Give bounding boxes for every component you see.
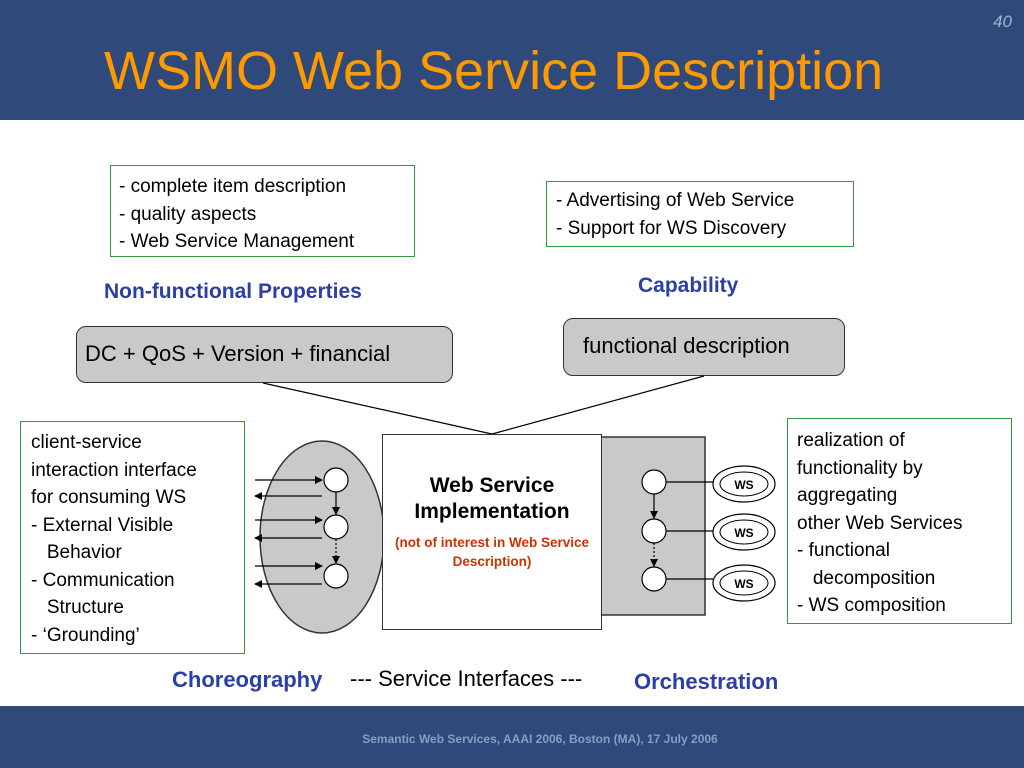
nfp-line: - Web Service Management xyxy=(119,231,355,252)
orchestration-state xyxy=(641,518,667,544)
connector-line-nfp xyxy=(262,382,493,435)
footer-text: Semantic Web Services, AAAI 2006, Boston… xyxy=(362,732,718,746)
choreography-label: Choreography xyxy=(172,667,323,692)
choreography-state xyxy=(323,514,349,540)
capability-line: - Advertising of Web Service xyxy=(556,190,795,211)
orchestration-line: realization of xyxy=(797,430,905,451)
choreography-line: - ‘Grounding’ xyxy=(31,624,140,646)
slide-number: 40 xyxy=(993,12,1012,31)
choreography-ellipse xyxy=(259,440,385,634)
choreography-line: - Communication xyxy=(31,569,175,591)
capability-label: Capability xyxy=(638,274,739,297)
orchestration-line: other Web Services xyxy=(797,512,963,534)
orchestration-line: functionality by xyxy=(797,457,923,479)
header-bar: WSMO Web Service Description 40 xyxy=(0,0,1024,120)
capability-value-box: functional description xyxy=(563,318,845,376)
choreography-line: for consuming WS xyxy=(31,487,187,508)
orchestration-label: Orchestration xyxy=(634,669,779,694)
footer-bar: Semantic Web Services, AAAI 2006, Boston… xyxy=(0,706,1024,768)
choreography-state xyxy=(323,467,349,493)
nfp-line: - complete item description xyxy=(119,176,347,197)
orchestration-state xyxy=(641,469,667,495)
ws-ellipse-inner xyxy=(719,519,769,545)
nfp-line: - quality aspects xyxy=(119,203,257,225)
nfp-value-box: DC + QoS + Version + financial xyxy=(76,326,453,383)
web-service-implementation-box: Web Service Implementation (not of inter… xyxy=(382,434,602,630)
orchestration-line: - WS composition xyxy=(797,595,946,616)
choreography-description-box: client-service interaction interface for… xyxy=(20,421,245,654)
choreography-line: Behavior xyxy=(31,542,122,563)
orchestration-description-box: realization of functionality by aggregat… xyxy=(787,418,1012,624)
choreography-line: - External Visible xyxy=(31,514,174,536)
implementation-note: (not of interest in Web Service Descript… xyxy=(394,535,590,569)
capability-description-box: - Advertising of Web Service - Support f… xyxy=(546,181,854,247)
orchestration-line: aggregating xyxy=(797,485,898,506)
ws-ellipse-inner xyxy=(719,471,769,497)
slide-title: WSMO Web Service Description xyxy=(104,41,884,101)
nfp-label: Non-functional Properties xyxy=(104,280,362,303)
orchestration-line: decomposition xyxy=(797,567,936,589)
connector-line-capability xyxy=(491,375,705,435)
service-interfaces-label: --- Service Interfaces --- xyxy=(350,666,583,691)
capability-line: - Support for WS Discovery xyxy=(556,217,787,239)
implementation-title: Web Service Implementation xyxy=(414,474,570,523)
orchestration-state xyxy=(641,566,667,592)
ws-ellipse-inner xyxy=(719,570,769,596)
choreography-line: Structure xyxy=(31,597,124,618)
ws-label: WS xyxy=(734,526,753,540)
ws-label: WS xyxy=(734,577,753,591)
ws-label: WS xyxy=(734,478,753,492)
orchestration-line: - functional xyxy=(797,540,890,561)
choreography-line: client-service xyxy=(31,432,142,453)
choreography-line: interaction interface xyxy=(31,459,197,481)
nfp-description-box: - complete item description - quality as… xyxy=(110,165,415,257)
choreography-state xyxy=(323,563,349,589)
